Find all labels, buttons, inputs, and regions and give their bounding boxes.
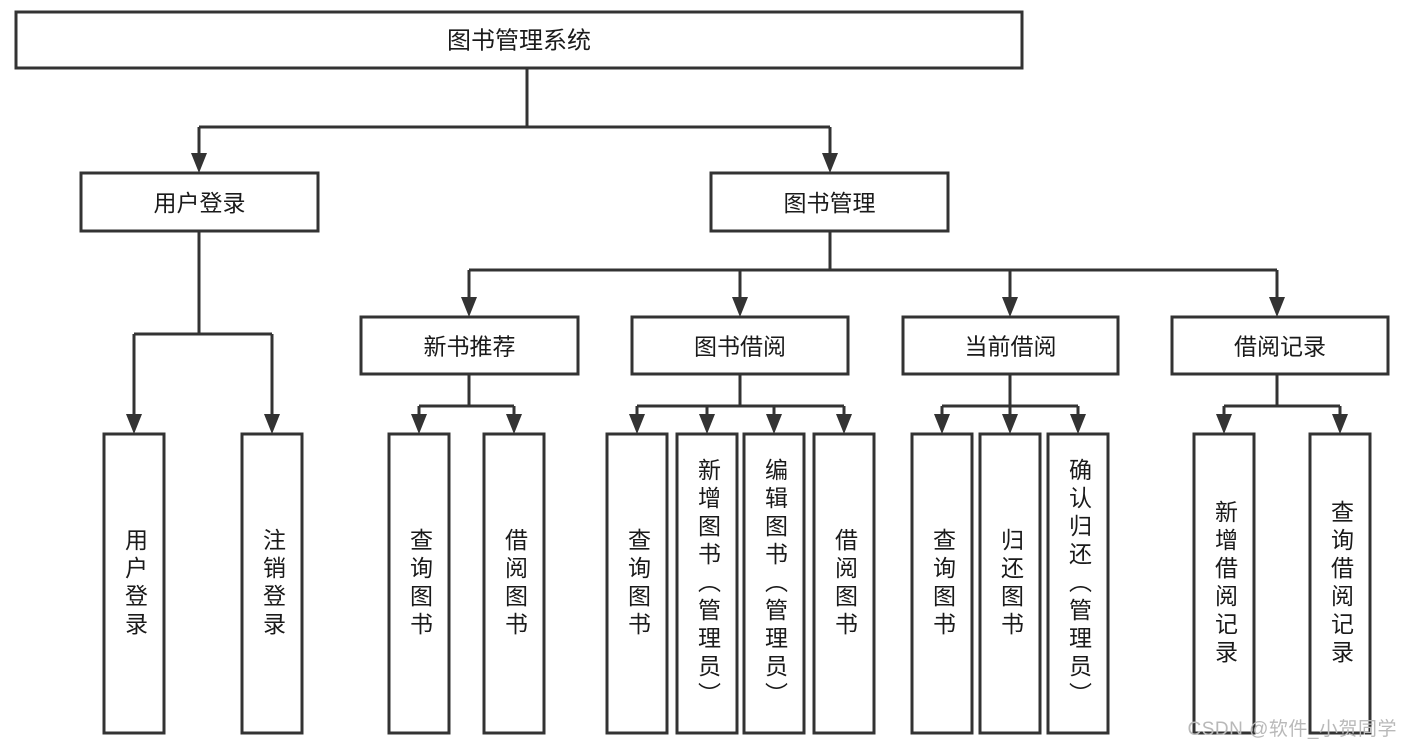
arrow-leaf-9-icon: [934, 414, 950, 434]
arrow-leaf-12-icon: [1216, 414, 1232, 434]
node-label-user-login: 用户登录: [154, 190, 246, 216]
connector-layer: [132, 68, 1342, 417]
node-box-new-book-rec: [359, 315, 580, 376]
book-borrow-to-leaves-connector: [635, 374, 846, 417]
arrow-borrow-record-icon: [1269, 297, 1285, 317]
node-box-book-borrow: [630, 315, 850, 376]
arrow-leaf-6-icon: [699, 414, 715, 434]
node-book-manage[interactable]: 图书管理: [709, 171, 950, 233]
node-box-user-login: [79, 171, 320, 233]
node-box-leaf-return-book[interactable]: [978, 432, 1042, 735]
arrow-leaf-11-icon: [1070, 414, 1086, 434]
arrow-leaf-5-icon: [629, 414, 645, 434]
node-new-book-rec[interactable]: 新书推荐: [359, 315, 580, 376]
current-borrow-to-leaves-connector: [940, 374, 1080, 417]
root-to-level2-connector: [197, 68, 832, 156]
arrow-user-login-icon: [191, 153, 207, 173]
book-manage-to-level3-connector: [467, 231, 1279, 300]
arrow-book-borrow-icon: [732, 297, 748, 317]
user-login-to-leaves-connector: [132, 231, 274, 417]
node-box-leaf-borrow-book-2[interactable]: [812, 432, 876, 735]
node-label-current-borrow: 当前借阅: [965, 334, 1057, 360]
arrow-leaf-3-icon: [411, 414, 427, 434]
arrow-new-book-rec-icon: [461, 297, 477, 317]
arrow-book-manage-icon: [822, 153, 838, 173]
node-box-borrow-record: [1170, 315, 1390, 376]
node-label-borrow-record: 借阅记录: [1234, 334, 1326, 360]
node-box-leaf-user-logout[interactable]: [240, 432, 304, 735]
node-box-leaf-borrow-book-1[interactable]: [482, 432, 546, 735]
node-user-login[interactable]: 用户登录: [79, 171, 320, 233]
arrow-leaf-10-icon: [1002, 414, 1018, 434]
node-box-leaf-add-book[interactable]: [675, 432, 739, 735]
node-box-leaf-user-login[interactable]: [102, 432, 166, 735]
arrowhead-layer: [126, 153, 1348, 434]
watermark: CSDN @软件_小贺同学: [1187, 719, 1397, 740]
node-label-new-book-rec: 新书推荐: [424, 334, 516, 360]
new-book-rec-to-leaves-connector: [417, 374, 516, 417]
arrow-leaf-2-icon: [264, 414, 280, 434]
node-current-borrow[interactable]: 当前借阅: [901, 315, 1120, 376]
node-box-leaf-query-record[interactable]: [1308, 432, 1372, 735]
node-box-leaf-query-book-1[interactable]: [387, 432, 451, 735]
node-box-current-borrow: [901, 315, 1120, 376]
node-book-borrow[interactable]: 图书借阅: [630, 315, 850, 376]
arrow-leaf-13-icon: [1332, 414, 1348, 434]
node-box-root: [14, 10, 1024, 70]
node-borrow-record[interactable]: 借阅记录: [1170, 315, 1390, 376]
node-label-book-manage: 图书管理: [784, 190, 876, 216]
arrow-leaf-7-icon: [766, 414, 782, 434]
arrow-leaf-1-icon: [126, 414, 142, 434]
node-box-leaf-query-book-2[interactable]: [605, 432, 669, 735]
node-box-book-manage: [709, 171, 950, 233]
node-label-book-borrow: 图书借阅: [694, 334, 786, 360]
node-box-leaf-add-record[interactable]: [1192, 432, 1256, 735]
arrow-leaf-4-icon: [506, 414, 522, 434]
arrow-current-borrow-icon: [1002, 297, 1018, 317]
borrow-record-to-leaves-connector: [1222, 374, 1342, 417]
node-box-leaf-confirm-return[interactable]: [1046, 432, 1110, 735]
node-box-leaf-edit-book[interactable]: [742, 432, 806, 735]
node-box-leaf-query-book-3[interactable]: [910, 432, 974, 735]
node-label-root: 图书管理系统: [447, 28, 591, 55]
arrow-leaf-8-icon: [836, 414, 852, 434]
node-root[interactable]: 图书管理系统: [14, 10, 1024, 70]
